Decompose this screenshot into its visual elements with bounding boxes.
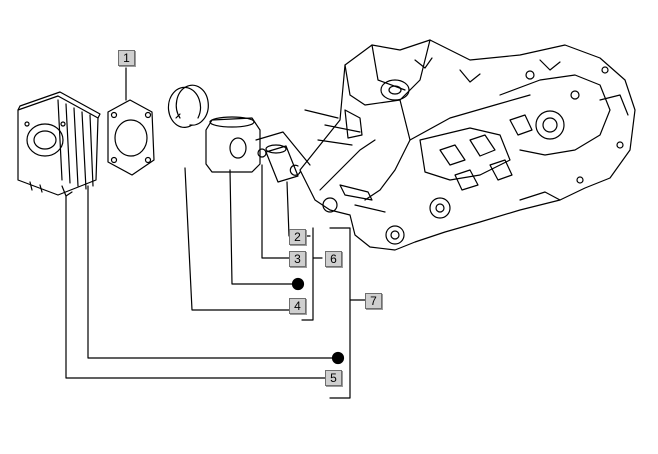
reference-dot-piston bbox=[291, 277, 305, 291]
bracket-7 bbox=[329, 227, 366, 399]
bracket-6 bbox=[301, 227, 323, 321]
cylinder-gasket bbox=[107, 67, 155, 176]
piston bbox=[205, 116, 299, 285]
callout-6[interactable]: 6 bbox=[325, 251, 342, 267]
callout-3[interactable]: 3 bbox=[289, 251, 306, 267]
callout-1[interactable]: 1 bbox=[118, 50, 135, 66]
callout-5[interactable]: 5 bbox=[325, 370, 342, 386]
leader-cylinder-dot bbox=[87, 185, 339, 359]
callout-7[interactable]: 7 bbox=[365, 293, 382, 309]
piston-pin-circlips bbox=[255, 131, 311, 176]
callout-4[interactable]: 4 bbox=[289, 298, 306, 314]
leader-cylinder-5 bbox=[65, 195, 326, 379]
cylinder bbox=[17, 91, 101, 197]
piston-rings bbox=[167, 84, 306, 311]
reference-dot-cylinder bbox=[331, 351, 345, 365]
callout-2[interactable]: 2 bbox=[289, 229, 306, 245]
engine-crankcase bbox=[299, 39, 636, 251]
